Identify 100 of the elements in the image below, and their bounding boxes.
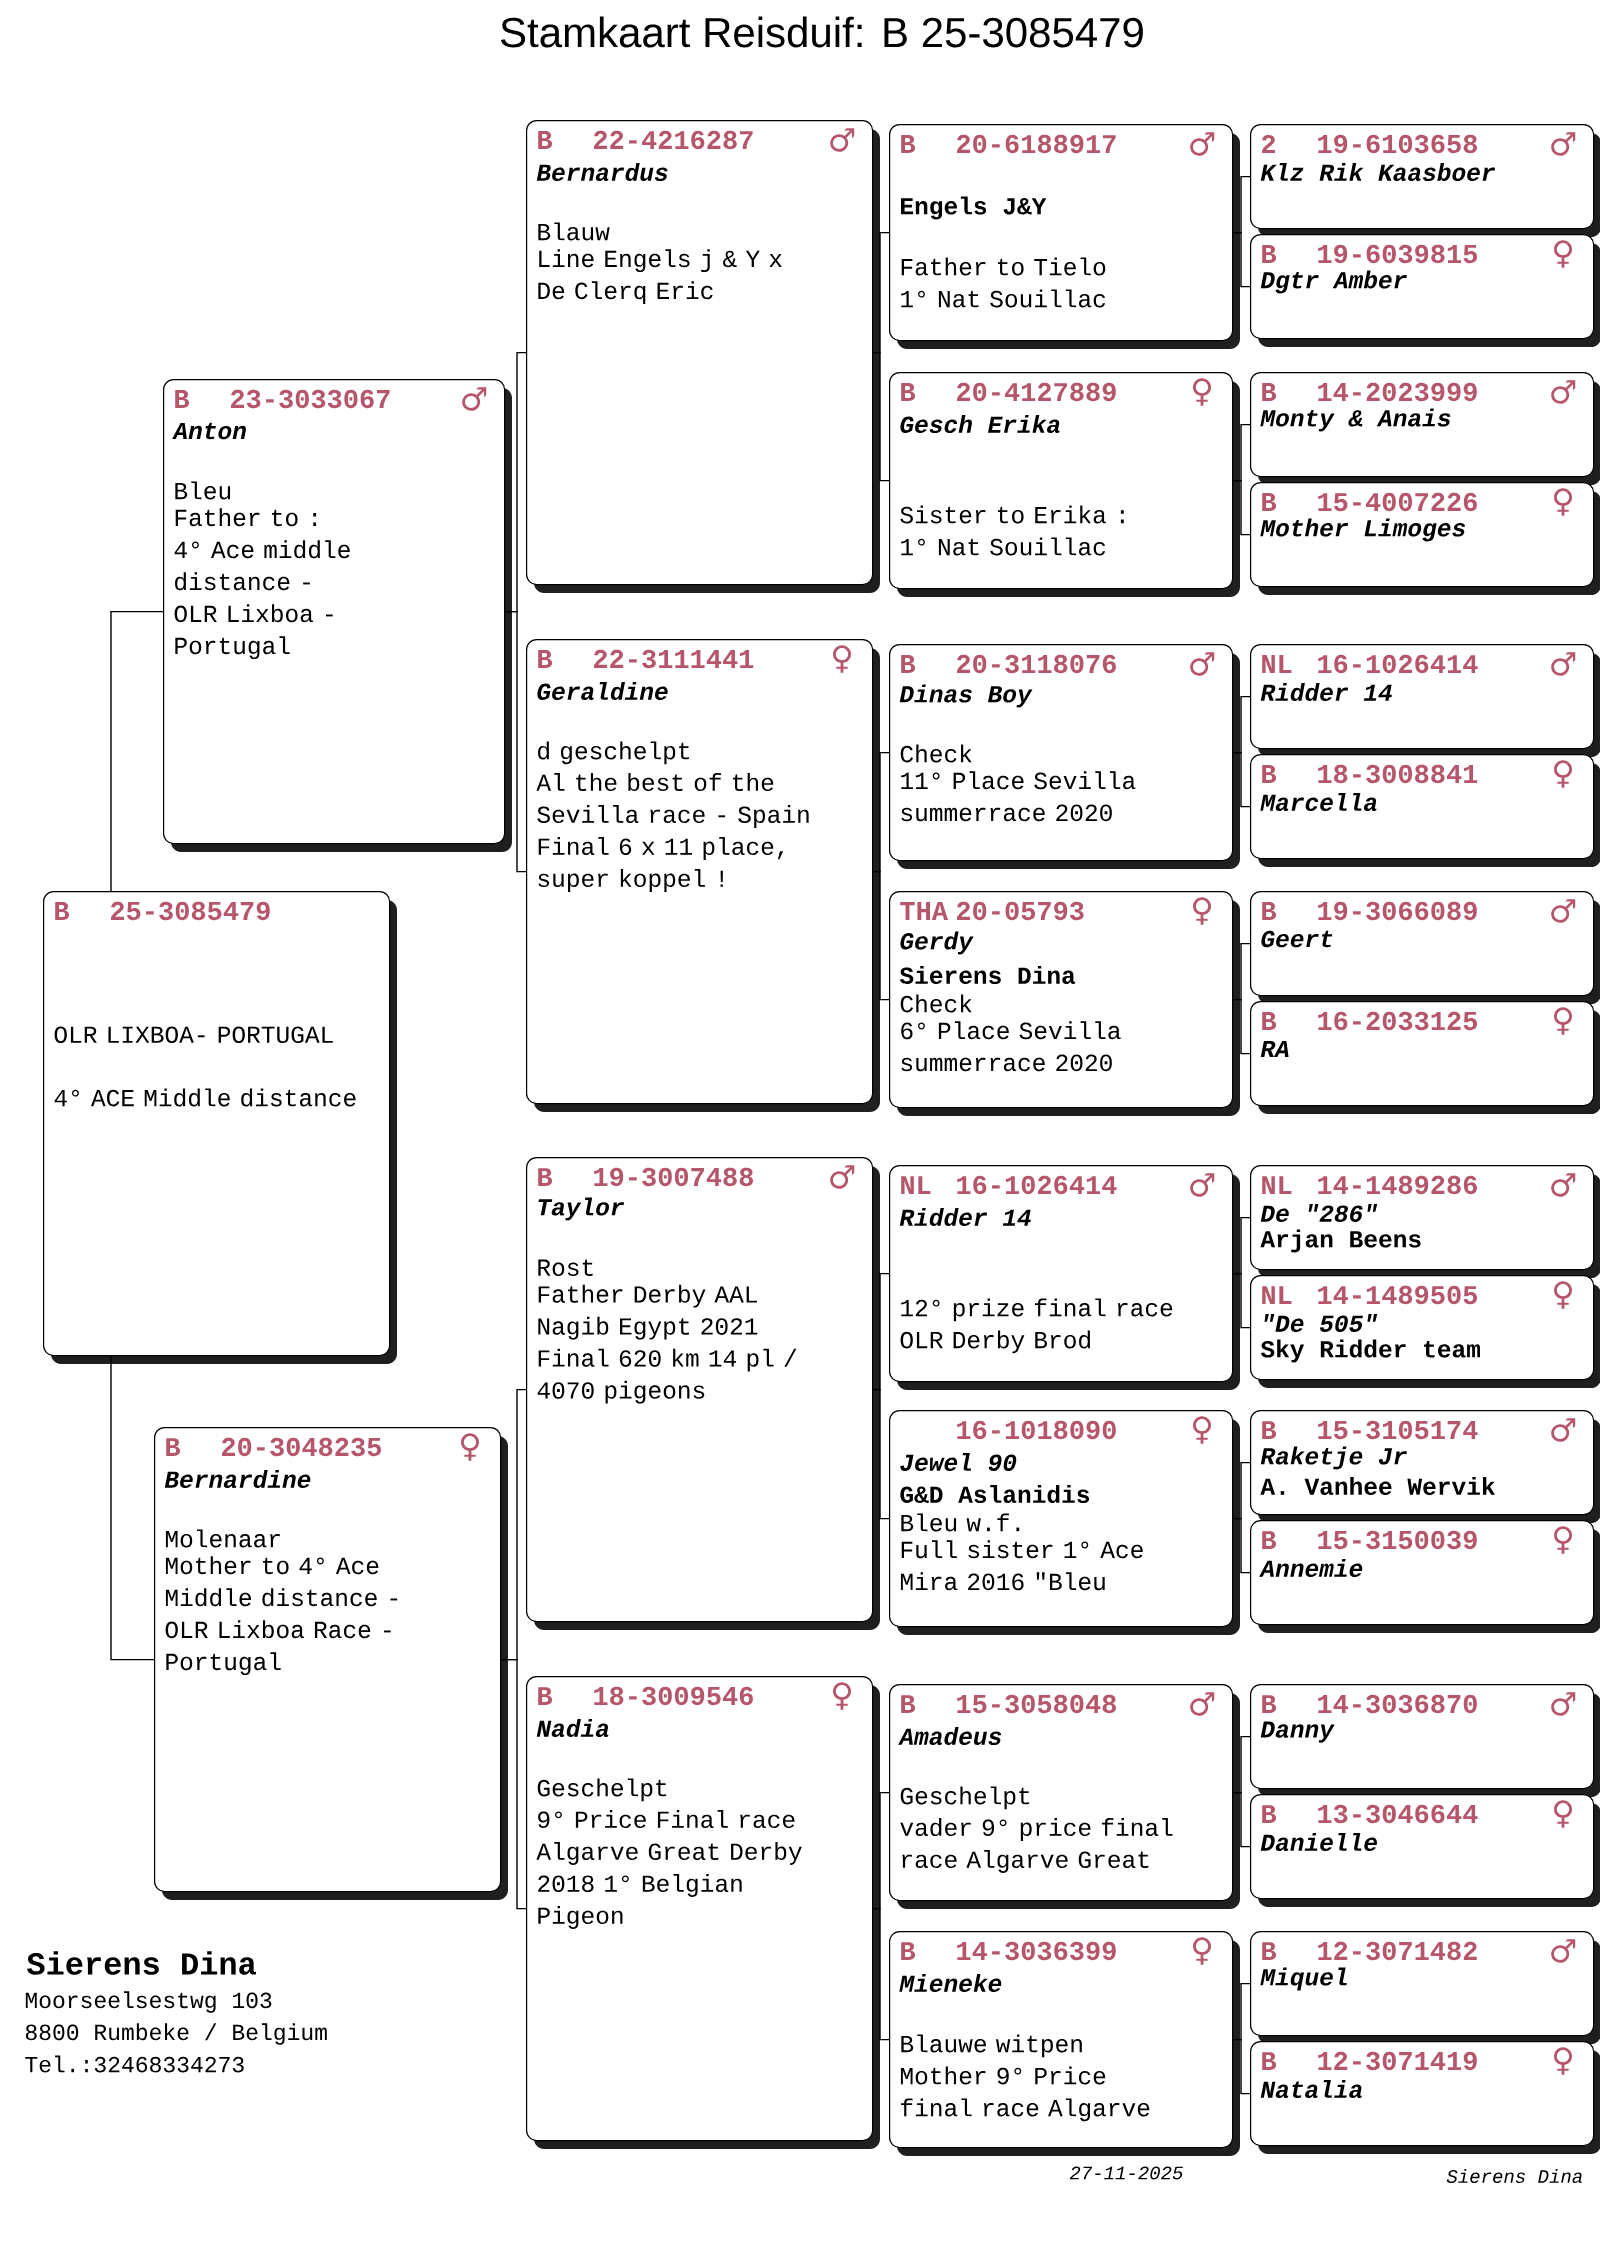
pigeon-name: Klz Rik Kaasboer [1260,163,1496,181]
sex-symbol: ♀ [1554,2047,1572,2075]
pedigree-line [504,610,527,873]
note-text: Geschelpt [900,1786,1030,1810]
country-code: B [1262,245,1277,263]
sex-symbol: ♂ [1190,652,1215,676]
ring-number: 23-3033067 [231,389,390,409]
ring-number: 16-1026414 [1318,654,1478,674]
sex-symbol: ♂ [1551,1939,1576,1963]
ring-number: 19-6039815 [1318,244,1477,264]
country-code: B [175,390,190,408]
pigeon-name: "De 505" [1264,1314,1378,1333]
ring-number: 15-3105174 [1318,1420,1478,1440]
ring-number: 25-3085479 [111,901,270,921]
owner-name: Sierens Dina [899,966,1076,984]
ring-number: 20-05793 [957,901,1084,921]
ring-number: 20-6188917 [957,134,1116,154]
country-code: B [901,135,916,153]
note-text: Bleu w.f. [901,1513,1020,1532]
country-code: B [55,902,70,920]
country-code: B [1262,1531,1277,1549]
pigeon-name: Bernardus [536,163,668,181]
pigeon-name: Monty & Anais [1260,408,1451,432]
sex-symbol: ♂ [1551,1418,1576,1442]
ring-number: 20-4127889 [957,382,1116,402]
pedigree-card [526,120,880,593]
pedigree-card [1250,1794,1600,1907]
country-code: NL [1262,655,1292,673]
pigeon-name: Gerdy [900,931,974,955]
pigeon-name: Gesch Erika [900,415,1060,433]
pedigree-line [1232,998,1251,1055]
pedigree-card [1250,372,1600,485]
pedigree-card [526,639,880,1112]
sex-symbol: ♀ [1193,1937,1211,1965]
ring-number: 19-3007488 [594,1167,753,1187]
sex-symbol: ♂ [830,1165,855,1189]
note-text: Mother to 4° Ace Middle distance - OLR Lixboa Race - Portugal [165,1556,398,1676]
country-code: B [1262,765,1277,783]
sex-symbol: ♂ [1551,652,1576,676]
ring-number: 19-6103658 [1318,134,1477,154]
sex-symbol: ♀ [1193,1416,1211,1444]
pedigree-line [1232,1272,1251,1329]
note-text: Father to Tielo 1° Nat Souillac [901,257,1106,308]
sex-symbol: ♀ [1193,378,1211,406]
country-code: B [1262,1012,1277,1030]
country-code: B [901,1695,916,1713]
pedigree-line [1232,1791,1251,1848]
ring-number: 15-3150039 [1318,1530,1477,1550]
pedigree-line [1232,2038,1251,2095]
sex-symbol: ♀ [833,1682,851,1710]
owner-name: A. Vanhee Wervik [1260,1477,1495,1496]
ring-number: 18-3008841 [1318,764,1478,784]
pedigree-card [889,124,1240,349]
note-text: OLR LIXBOA- PORTUGAL [54,1026,333,1044]
pedigree-card [889,891,1240,1116]
note-text: Molenaar [165,1529,280,1548]
ring-number: 16-2033125 [1318,1011,1477,1031]
country-code: B [166,1438,181,1456]
pedigree-card [154,1427,508,1900]
pigeon-name: Nadia [536,1719,609,1738]
sex-symbol: ♀ [1554,488,1572,516]
country-code: B [901,383,916,401]
note-text: 4° ACE Middle distance [54,1088,356,1107]
pedigree-card [1250,1520,1600,1633]
country-code: THA [900,902,948,920]
pigeon-name: Danielle [1260,1833,1377,1852]
address-line: 8800 Rumbeke / Belgium [25,2023,327,2045]
pigeon-name: Ridder 14 [899,1208,1031,1227]
pedigree-line [872,1907,890,2041]
pigeon-name: Natalia [1260,2080,1362,2099]
pigeon-name: Raketje Jr [1260,1446,1407,1470]
owner-name: Engels J&Y [901,196,1047,220]
country-code: B [1262,493,1277,511]
ring-number: 14-3036870 [1318,1694,1477,1714]
pigeon-name: Geert [1261,930,1333,948]
pedigree-card [1250,1684,1600,1797]
pigeon-name: Danny [1260,1721,1335,1743]
note-text: Check [900,744,972,763]
pedigree-card [1250,644,1600,757]
sex-symbol: ♀ [1554,760,1572,788]
sex-symbol: ♀ [1554,240,1572,268]
country-code: B [1262,2052,1277,2070]
pedigree-line [1232,231,1251,288]
country-code: B [1262,383,1277,401]
country-code: B [538,1687,553,1705]
sex-symbol: ♀ [1193,897,1211,925]
pedigree-line [110,610,164,892]
note-text: Blauw [538,222,610,241]
pedigree-line [1232,1517,1251,1574]
pedigree-card [1250,234,1600,347]
pigeon-name: Taylor [538,1197,625,1221]
pigeon-name: Ridder 14 [1260,683,1392,701]
pedigree-card [889,644,1240,869]
country-code: NL [1262,1286,1292,1304]
ring-number: 12-3071419 [1318,2051,1477,2071]
pigeon-name: Marcella [1260,793,1377,811]
pedigree-card [1250,2041,1600,2154]
country-code: B [1262,1805,1277,1823]
pedigree-line [1232,479,1251,536]
address-line: Moorseelsestwg 103 [25,1991,272,2013]
